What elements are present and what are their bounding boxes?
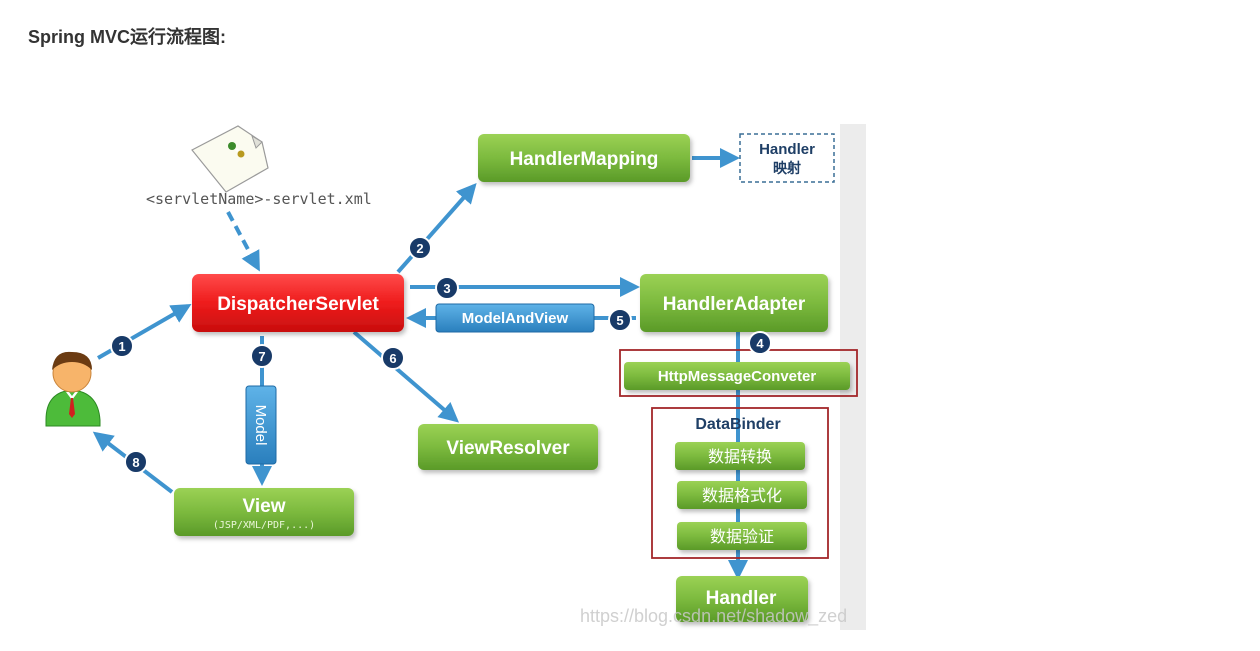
view-types-label: (JSP/XML/PDF,...) [213, 520, 315, 531]
data-formatting-box [677, 481, 807, 509]
step-7-marker: 7 [250, 344, 274, 368]
handler-adapter-box [640, 274, 828, 332]
model-and-view-label: ModelAndView [462, 310, 569, 327]
dispatcher-servlet-box [192, 274, 404, 332]
dispatcher-servlet-label: DispatcherServlet [217, 294, 379, 315]
message-converter-highlight [619, 349, 858, 397]
data-binder-group [651, 407, 829, 559]
view-label: View [243, 496, 286, 517]
model-label: Model [252, 405, 269, 446]
data-binder-label: DataBinder [695, 416, 780, 433]
handler-mapping-box [478, 134, 690, 182]
data-conversion-box [675, 442, 805, 470]
watermark: https://blog.csdn.net/shadow_zed [580, 606, 847, 627]
handler-label: Handler [706, 588, 777, 609]
model-and-view-box [435, 303, 595, 333]
step-markers: 1 2 3 4 5 6 7 8 [110, 236, 772, 474]
handler-mapping-result-box [739, 133, 835, 183]
view-box [174, 488, 354, 536]
model-box [245, 385, 277, 465]
step-1-label: 1 [118, 339, 125, 354]
step-4-label: 4 [756, 336, 764, 351]
view-resolver-label: ViewResolver [446, 438, 570, 459]
message-converter-box [624, 362, 850, 390]
step-6-marker: 6 [381, 346, 405, 370]
message-converter-label: HttpMessageConveter [658, 368, 817, 385]
step-6-label: 6 [389, 351, 396, 366]
handler-mapping-label: HandlerMapping [510, 149, 659, 170]
page-title: Spring MVC运行流程图: [28, 27, 226, 47]
step-5-marker: 5 [608, 308, 632, 332]
step-7-label: 7 [258, 349, 265, 364]
user-icon [45, 351, 101, 427]
step-8-marker: 8 [124, 450, 148, 474]
step-3-marker: 3 [435, 276, 459, 300]
handler-adapter-label: HandlerAdapter [663, 294, 806, 315]
step-1-marker: 1 [110, 334, 134, 358]
arrow-step-2 [396, 183, 477, 274]
config-arrow [226, 211, 260, 272]
step-4-marker: 4 [748, 331, 772, 355]
data-validation-box [677, 522, 807, 550]
data-validation-label: 数据验证 [710, 528, 774, 546]
step-5-label: 5 [616, 313, 623, 328]
data-conversion-label: 数据转换 [708, 448, 772, 466]
step-3-label: 3 [443, 281, 450, 296]
handler-mapping-result-line2: 映射 [773, 160, 801, 176]
handler-mapping-result-line1: Handler [759, 141, 815, 158]
step-8-label: 8 [132, 455, 139, 470]
view-resolver-box [418, 424, 598, 470]
step-2-label: 2 [416, 241, 423, 256]
data-formatting-label: 数据格式化 [702, 487, 782, 505]
arrow-step-6 [352, 330, 460, 423]
config-file-label: <servletName>-servlet.xml [146, 190, 372, 208]
handler-box [676, 576, 808, 622]
step-2-marker: 2 [408, 236, 432, 260]
xml-file-icon [191, 125, 269, 193]
